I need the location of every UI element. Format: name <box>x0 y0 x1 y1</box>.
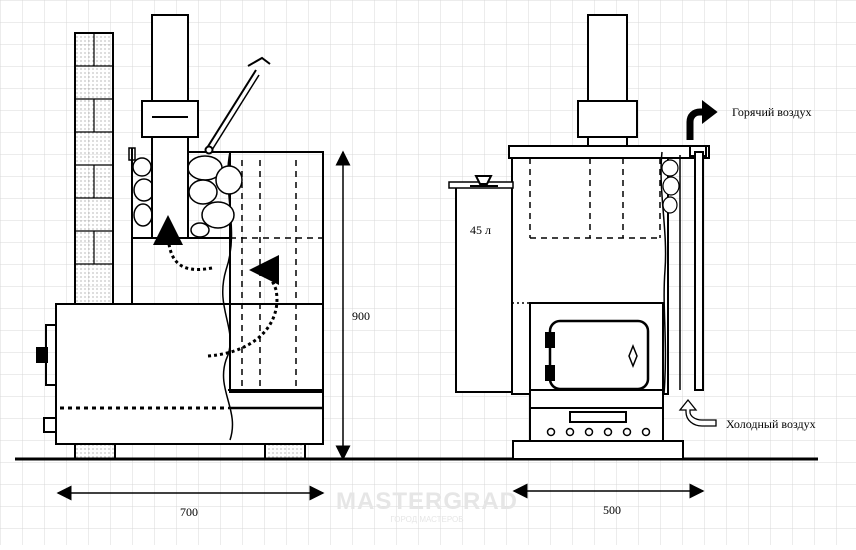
door-hinge-bottom <box>545 365 555 381</box>
side-chimney-collar <box>141 100 199 138</box>
side-door-handle <box>36 347 48 363</box>
ash-vent <box>569 411 627 423</box>
side-ash-latch <box>43 417 57 433</box>
control-knobs <box>546 427 651 437</box>
front-tank-lid <box>508 145 710 159</box>
door-hinge-top <box>545 332 555 348</box>
tank-tap <box>474 175 493 185</box>
side-width-label: 700 <box>180 505 198 519</box>
hot-air-label: Горячий воздух <box>732 105 812 119</box>
front-stones <box>661 159 680 214</box>
curved-arrow-up-right-outline-icon <box>678 398 717 427</box>
heat-screen <box>694 151 704 391</box>
curved-arrow-up-right-icon <box>686 99 718 140</box>
side-view <box>36 14 351 501</box>
front-base <box>512 440 684 460</box>
door-latch <box>628 343 638 369</box>
glass-door <box>548 319 650 391</box>
side-foot-right <box>264 443 306 460</box>
water-tank-45l <box>455 185 513 393</box>
height-dimension-label: 900 <box>352 309 370 323</box>
cold-air-label: Холодный воздух <box>726 417 816 431</box>
front-chimney-collar <box>577 100 638 138</box>
watermark-brand: MASTERGRAD <box>336 488 518 515</box>
tank-volume-label: 45 л <box>470 223 491 237</box>
brick-wall <box>74 32 114 306</box>
damper-lever <box>206 69 257 149</box>
side-foot-left <box>74 443 116 460</box>
firebox-body <box>55 303 324 445</box>
side-flow-arrow-left <box>153 215 213 271</box>
watermark-tagline: ГОРОД МАСТЕРОВ <box>390 515 463 524</box>
front-view <box>448 14 718 499</box>
front-width-label: 500 <box>603 503 621 517</box>
